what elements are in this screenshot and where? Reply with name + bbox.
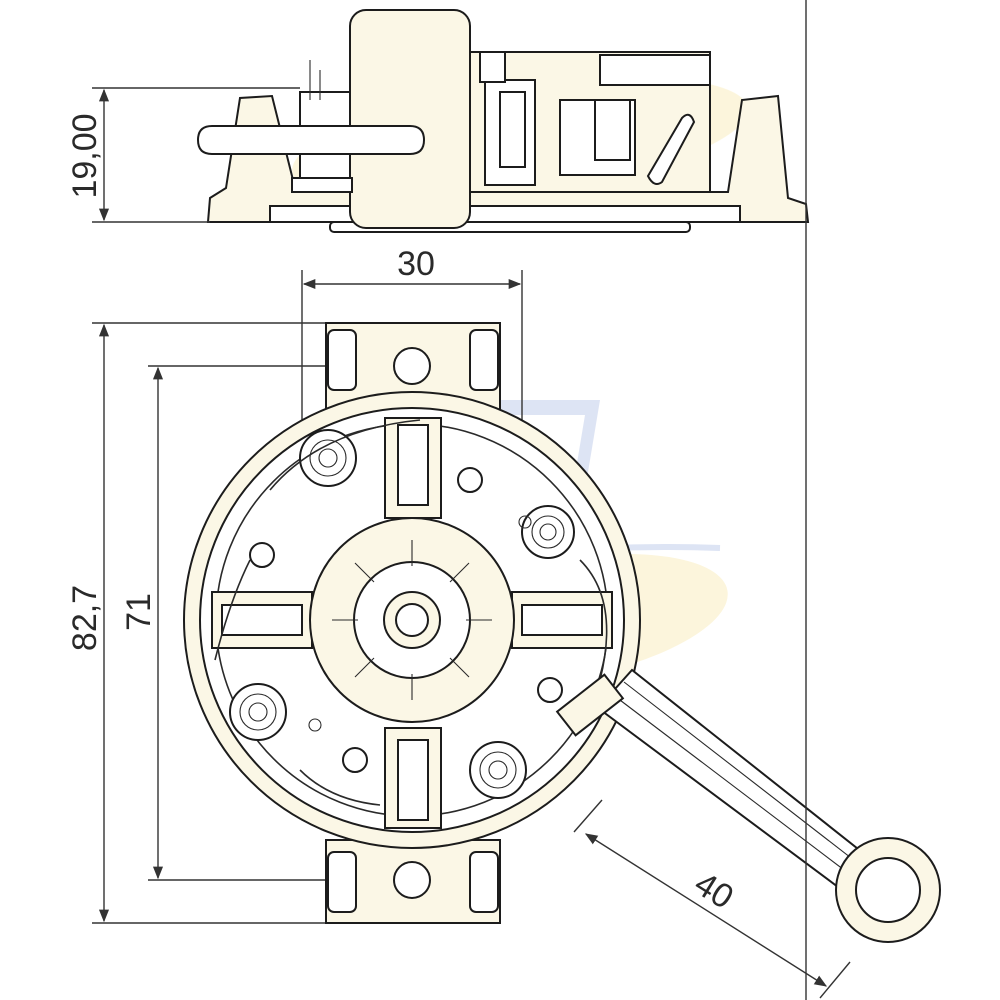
dimension-height-side-label: 19,00 (66, 113, 104, 198)
spring (229, 683, 287, 741)
dimension-hole-spacing-label: 71 (120, 593, 158, 631)
top-view (183, 322, 941, 943)
dimension-width-top: 30 (301, 245, 523, 560)
side-view (196, 9, 810, 233)
dimension-overall-length-label: 82,7 (66, 585, 104, 651)
dimension-lead-length-label: 40 (688, 865, 740, 917)
dimension-height-side: 19,00 (66, 87, 300, 223)
spring (521, 505, 575, 559)
spring (299, 429, 357, 487)
spring (469, 741, 527, 799)
dimension-overall-length: 82,7 (66, 322, 340, 924)
dimension-width-top-label: 30 (397, 245, 435, 283)
